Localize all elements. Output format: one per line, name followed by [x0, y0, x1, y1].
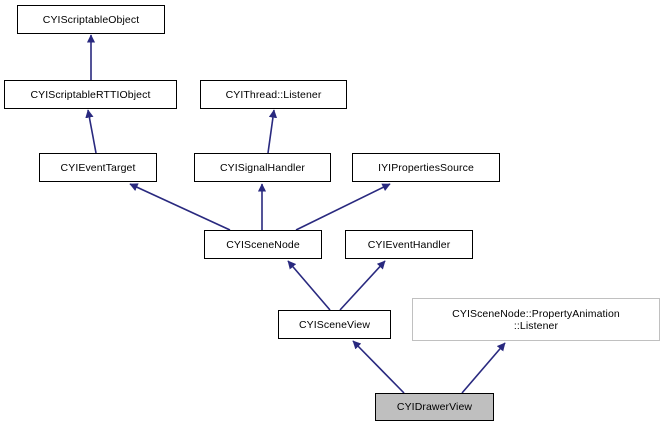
edge-scenenode-to-eventtarget: [129, 183, 231, 231]
node-label: CYIScriptableRTTIObject: [30, 88, 151, 101]
edge-eventtarget-to-rtti: [85, 109, 97, 154]
node-label: CYIScriptableObject: [42, 13, 140, 26]
edge-sceneview-to-scenenode: [287, 260, 331, 311]
node-label: CYISceneNode::PropertyAnimation ::Listen…: [452, 307, 620, 332]
node-cyisceneview[interactable]: CYISceneView: [278, 310, 391, 339]
node-cyisignalhandler[interactable]: CYISignalHandler: [194, 153, 331, 182]
node-label: CYISignalHandler: [219, 161, 306, 174]
node-cyieventtarget[interactable]: CYIEventTarget: [39, 153, 157, 182]
node-iyipropertiessource[interactable]: IYIPropertiesSource: [352, 153, 500, 182]
node-cyithread-listener[interactable]: CYIThread::Listener: [200, 80, 347, 109]
node-cyiscriptableobject[interactable]: CYIScriptableObject: [17, 5, 165, 34]
node-label: CYIDrawerView: [396, 401, 473, 413]
node-label: CYIEventTarget: [60, 161, 136, 174]
node-label: CYIThread::Listener: [225, 88, 322, 101]
node-label: CYISceneView: [298, 318, 371, 331]
edge-sceneview-to-eventhandler: [339, 260, 386, 311]
node-label: CYISceneNode: [226, 238, 300, 251]
node-cyieventhandler[interactable]: CYIEventHandler: [345, 230, 473, 259]
node-label: IYIPropertiesSource: [378, 161, 474, 174]
node-cyiscenenode[interactable]: CYISceneNode: [204, 230, 322, 259]
node-cyidrawerview[interactable]: CYIDrawerView: [375, 393, 494, 421]
node-cyiscenenode-propertyanimation-listener[interactable]: CYISceneNode::PropertyAnimation ::Listen…: [412, 298, 660, 341]
edge-drawerview-to-sceneview: [352, 340, 405, 394]
node-cyiscriptablerttiobject[interactable]: CYIScriptableRTTIObject: [4, 80, 177, 109]
edge-drawerview-to-propertyanimation-listener: [461, 342, 506, 394]
node-label: CYIEventHandler: [367, 238, 451, 251]
edge-signalhandler-to-threadlistener: [267, 109, 278, 154]
edge-scenenode-to-propertiessource: [295, 183, 391, 231]
